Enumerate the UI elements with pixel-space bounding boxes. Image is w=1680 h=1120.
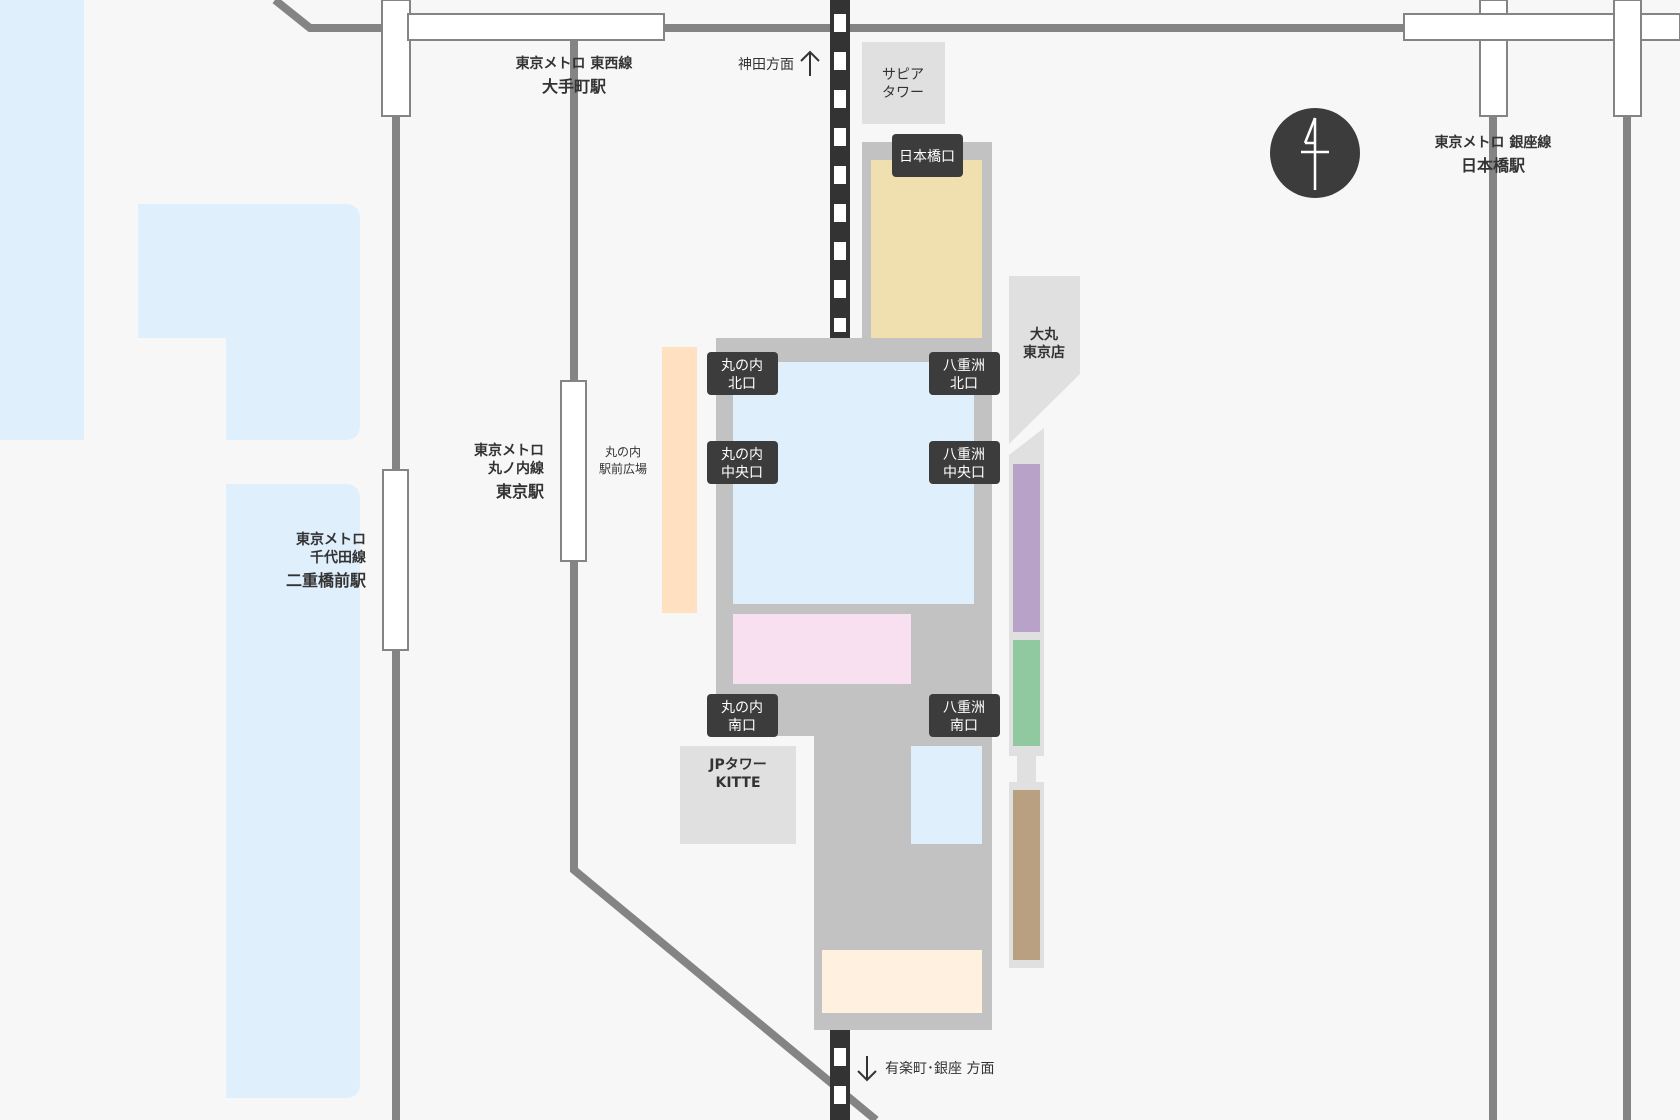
direction-south-label: 有楽町･銀座 方面 bbox=[885, 1061, 994, 1077]
exit-marunouchi-north-label-2: 北口 bbox=[728, 376, 756, 392]
daimaru-block bbox=[1009, 276, 1080, 444]
tokyo-marunouchi-line-label-1: 東京メトロ bbox=[474, 442, 544, 459]
exit-marunouchi-central-label-1: 丸の内 bbox=[721, 447, 763, 463]
palace-block-bottom bbox=[226, 484, 360, 1098]
jr-track bbox=[830, 0, 850, 1120]
plaza-label-1: 丸の内 bbox=[605, 445, 641, 459]
otemachi-platform-top bbox=[381, 0, 411, 117]
east-platform-vertical bbox=[1613, 0, 1642, 117]
north-arrow-direction-icon bbox=[800, 50, 820, 76]
exit-yaesu-south-label-1: 八重洲 bbox=[943, 700, 985, 716]
marunouchi-plaza-block bbox=[662, 347, 697, 613]
exit-nihonbashi-label: 日本橋口 bbox=[899, 149, 955, 165]
daimaru-label-2: 東京店 bbox=[1023, 344, 1065, 361]
exit-marunouchi-central: 丸の内 中央口 bbox=[707, 441, 778, 484]
exit-yaesu-north-label-1: 八重洲 bbox=[943, 358, 985, 374]
exit-yaesu-central-label-1: 八重洲 bbox=[943, 447, 985, 463]
concourse-cream-area bbox=[822, 950, 982, 1013]
nijubashimae-station-name: 二重橋前駅 bbox=[286, 571, 367, 590]
top-subway-line bbox=[272, 0, 1408, 32]
exit-yaesu-central-label-2: 中央口 bbox=[943, 465, 985, 481]
nihonbashi-line-label: 東京メトロ 銀座線 bbox=[1435, 134, 1552, 151]
exit-marunouchi-south: 丸の内 南口 bbox=[707, 694, 778, 737]
sapia-tower-label-1: サピア bbox=[882, 67, 924, 83]
marunouchi-line bbox=[570, 28, 879, 1120]
otemachi-line-label: 東京メトロ 東西線 bbox=[516, 55, 633, 72]
tokyo-station-name: 東京駅 bbox=[496, 482, 545, 501]
south-arrow-direction-icon bbox=[857, 1056, 877, 1082]
exit-yaesu-south-label-2: 南口 bbox=[950, 718, 978, 734]
yaesu-strip-connector bbox=[1017, 756, 1036, 782]
exit-marunouchi-central-label-2: 中央口 bbox=[721, 465, 763, 481]
tokyo-marunouchi-platform bbox=[560, 380, 587, 562]
palace-block-top-left bbox=[0, 0, 84, 440]
purple-block bbox=[1013, 464, 1040, 632]
nihonbashi-station-name: 日本橋駅 bbox=[1461, 156, 1526, 175]
daimaru-label-1: 大丸 bbox=[1030, 326, 1059, 343]
nijubashimae-line-label-1: 東京メトロ bbox=[296, 531, 366, 548]
exit-yaesu-north-label-2: 北口 bbox=[950, 376, 978, 392]
sapia-tower-label-2: タワー bbox=[882, 85, 924, 101]
jr-track-south bbox=[830, 1030, 850, 1120]
exit-nihonbashi: 日本橋口 bbox=[892, 134, 963, 177]
otemachi-platform-horizontal bbox=[407, 13, 665, 41]
exit-marunouchi-south-label-1: 丸の内 bbox=[721, 700, 763, 716]
concourse-pink-area bbox=[733, 614, 911, 684]
north-arrow-icon bbox=[1270, 108, 1360, 198]
sapia-tower-block bbox=[862, 42, 945, 124]
jp-tower-label-2: KITTE bbox=[715, 775, 760, 791]
exit-yaesu-central: 八重洲 中央口 bbox=[929, 441, 1000, 484]
jp-tower-block bbox=[680, 746, 796, 844]
exit-marunouchi-south-label-2: 南口 bbox=[728, 718, 756, 734]
palace-area bbox=[0, 0, 360, 1098]
nijubashimae-line-label-2: 千代田線 bbox=[310, 549, 366, 566]
exit-marunouchi-north-label-1: 丸の内 bbox=[721, 358, 763, 374]
jp-tower-label-1: JPタワー bbox=[708, 757, 766, 773]
plaza-label-2: 駅前広場 bbox=[599, 461, 647, 476]
nijubashimae-platform bbox=[382, 469, 409, 651]
exit-yaesu-north: 八重洲 北口 bbox=[929, 352, 1000, 395]
nihonbashi-block bbox=[871, 160, 982, 338]
brown-block bbox=[1013, 790, 1040, 960]
exit-marunouchi-north: 丸の内 北口 bbox=[707, 352, 778, 395]
jr-track-ties bbox=[834, 14, 846, 1104]
platforms bbox=[381, 0, 1680, 651]
subway-lines bbox=[272, 0, 1631, 1120]
yaesu-strip bbox=[1009, 428, 1044, 968]
palace-block-middle bbox=[138, 204, 360, 440]
tokyo-marunouchi-line-label-2: 丸ノ内線 bbox=[487, 460, 544, 477]
green-block bbox=[1013, 640, 1040, 746]
concourse-small-blue-area bbox=[911, 746, 982, 844]
exit-yaesu-south: 八重洲 南口 bbox=[929, 694, 1000, 737]
otemachi-station-name: 大手町駅 bbox=[542, 77, 607, 96]
direction-north-label: 神田方面 bbox=[738, 57, 794, 73]
